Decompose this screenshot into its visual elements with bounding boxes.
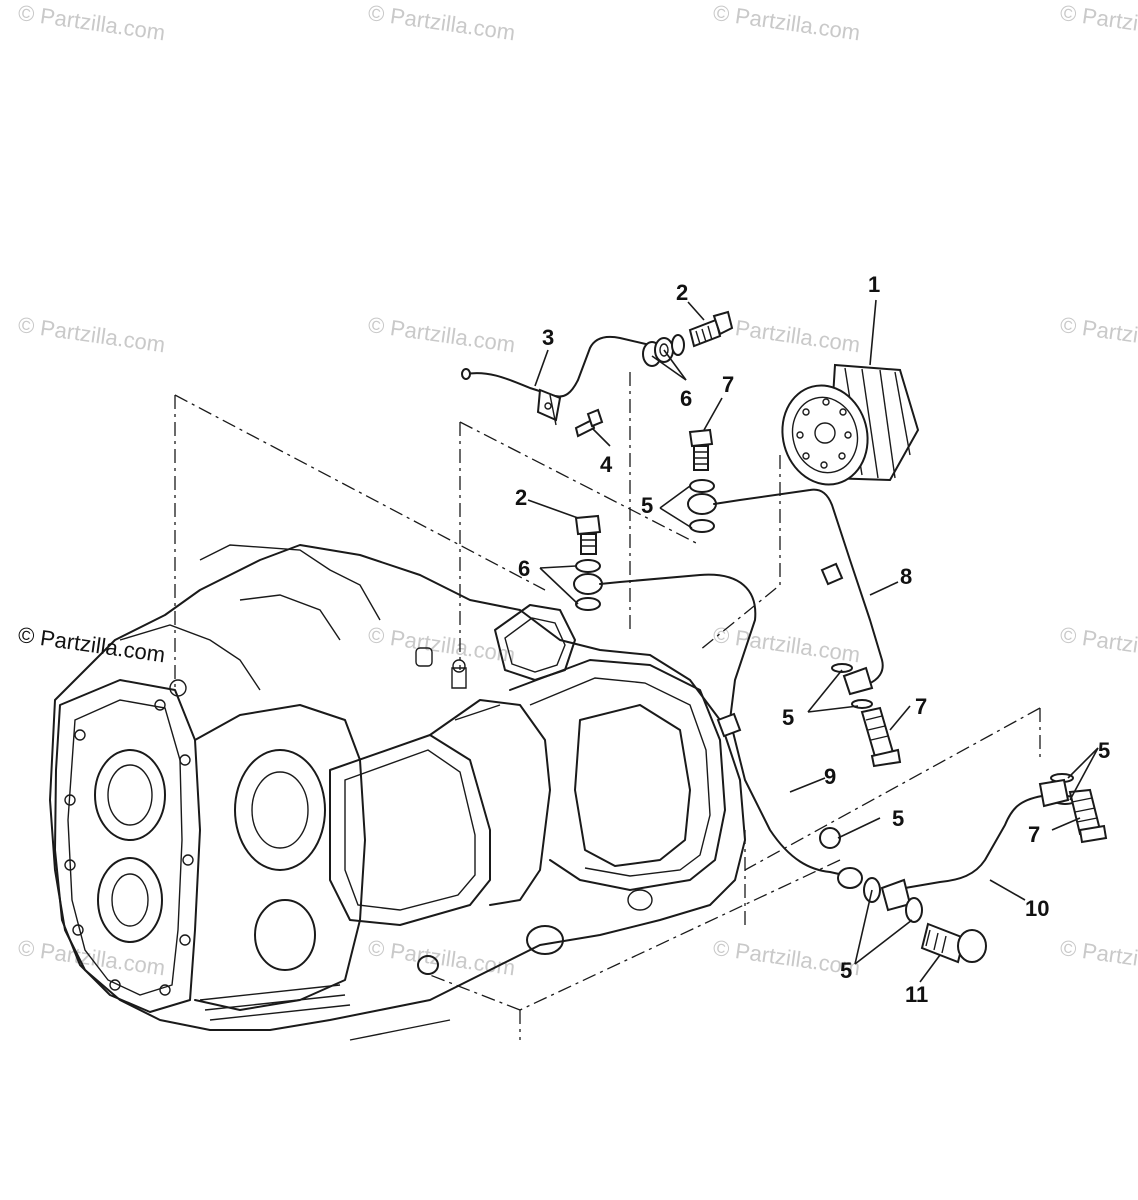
callout-5: 5 — [840, 958, 852, 983]
oil-filter[interactable] — [771, 363, 920, 494]
banjo-bolt-7-upper[interactable] — [688, 428, 714, 471]
callout-3: 3 — [542, 325, 554, 350]
callout-10: 10 — [1025, 896, 1049, 921]
callout-labels: 1 2 2 3 4 5 5 5 5 5 6 6 7 7 7 8 9 10 11 — [515, 272, 1110, 1007]
callout-6: 6 — [680, 386, 692, 411]
banjo-bolt-lower[interactable] — [574, 514, 602, 555]
callout-8: 8 — [900, 564, 912, 589]
callout-11: 11 — [905, 982, 928, 1007]
banjo-bolt-upper[interactable] — [688, 310, 734, 348]
callout-4: 4 — [600, 452, 613, 477]
oil-line-9[interactable] — [573, 559, 863, 889]
oil-line-8[interactable] — [687, 479, 884, 709]
upper-oil-line[interactable] — [461, 335, 651, 426]
engine-crankcase — [49, 544, 746, 1041]
callout-6: 6 — [518, 556, 530, 581]
callout-5: 5 — [782, 705, 794, 730]
callout-1: 1 — [868, 272, 880, 297]
callout-7: 7 — [1028, 822, 1040, 847]
banjo-bolt-11[interactable] — [920, 922, 987, 964]
leader-lines — [527, 299, 1099, 983]
callout-5: 5 — [1098, 738, 1110, 763]
banjo-bolt-7-middle[interactable] — [860, 706, 902, 768]
callout-7: 7 — [915, 694, 927, 719]
callout-9: 9 — [824, 764, 836, 789]
callout-5: 5 — [892, 806, 904, 831]
alignment-lines — [174, 372, 1041, 1040]
callout-2: 2 — [676, 280, 688, 305]
callout-5: 5 — [641, 493, 653, 518]
callout-7: 7 — [722, 372, 734, 397]
callout-2: 2 — [515, 485, 527, 510]
oil-line-10[interactable] — [819, 773, 1077, 923]
bracket-bolt[interactable] — [574, 408, 604, 438]
banjo-bolt-7-right[interactable] — [1068, 788, 1108, 844]
